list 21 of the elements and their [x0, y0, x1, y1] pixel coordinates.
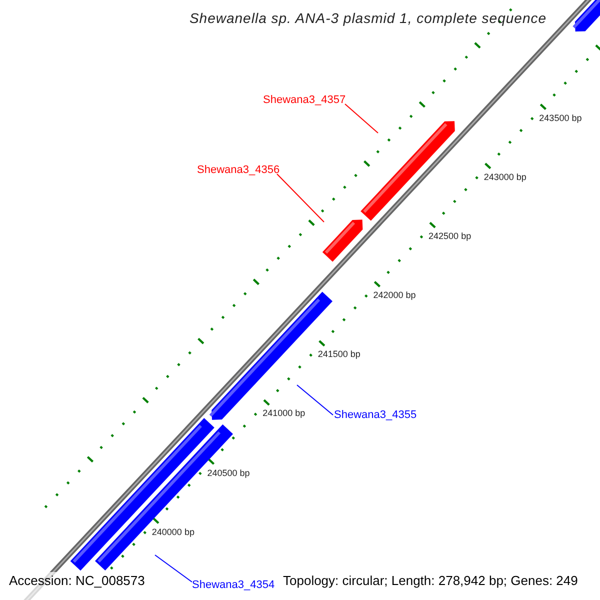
gene-label: Shewana3_4357 [263, 93, 346, 107]
position-label: 241000 bp [262, 408, 306, 420]
leader-line [276, 174, 324, 222]
gene-feature [360, 121, 455, 221]
position-label: 243000 bp [484, 172, 526, 183]
position-label: 243500 bp [539, 112, 582, 124]
leader-line [344, 104, 378, 134]
leader-line [296, 384, 334, 416]
position-label: 240000 bp [152, 526, 194, 538]
position-label: 242500 bp [428, 231, 472, 242]
gene-label: Shewana3_4355 [334, 408, 417, 422]
gene-label: Shewana3_4356 [197, 163, 280, 177]
summary-label: Topology: circular; Length: 278,942 bp; Genes: 249 [283, 572, 578, 590]
gene-feature [322, 220, 363, 262]
title: Shewanella sp. ANA-3 plasmid 1, complete sequence [188, 9, 548, 28]
leader-line [154, 554, 192, 582]
gene-label: Shewana3_4354 [192, 578, 275, 592]
gene-feature [572, 0, 600, 32]
position-label: 240500 bp [207, 468, 250, 479]
position-label: 242000 bp [373, 290, 416, 302]
position-label: 241500 bp [318, 349, 360, 360]
